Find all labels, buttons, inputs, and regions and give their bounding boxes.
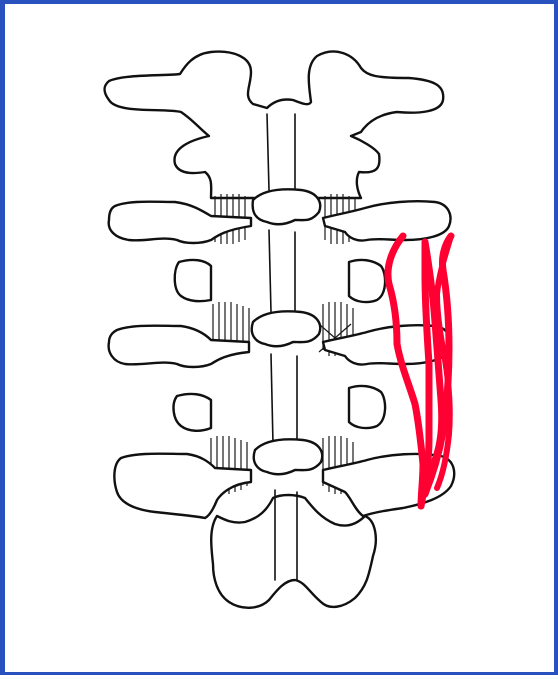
lumbar-spine-diagram — [5, 4, 558, 679]
vertebra-1 — [105, 52, 444, 198]
vertebra-4 — [114, 454, 454, 608]
